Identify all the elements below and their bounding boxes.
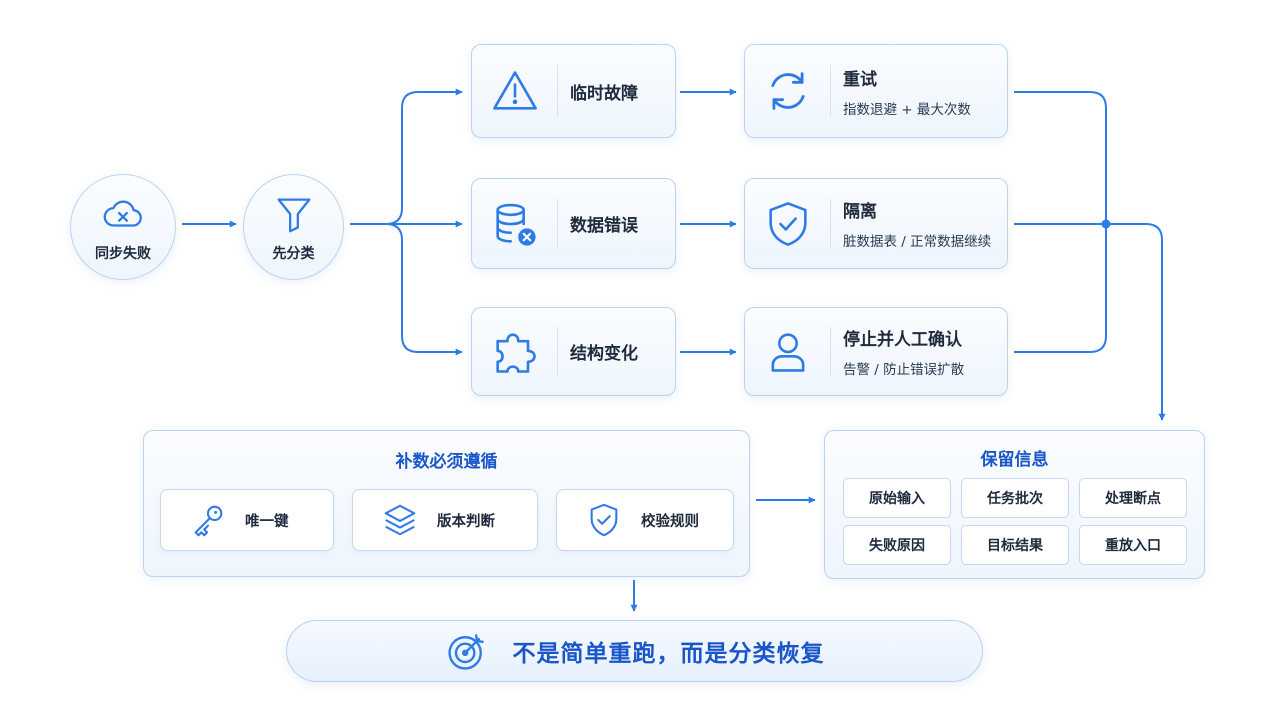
sync-failed-node: 同步失败 (70, 174, 176, 280)
warning-icon (493, 71, 537, 110)
retain-item-original-input: 原始输入 (843, 478, 951, 518)
refresh-icon (771, 72, 805, 110)
category-title: 临时故障 (570, 83, 638, 104)
rule-label: 唯一键 (245, 513, 289, 530)
sync-failed-label: 同步失败 (95, 246, 151, 262)
retain-item-checkpoint: 处理断点 (1079, 478, 1187, 518)
action-subtitle: 告警 / 防止错误扩散 (843, 362, 965, 378)
merge-from-retry (1014, 91, 1107, 224)
merge-to-retain (1014, 223, 1166, 421)
category-title: 数据错误 (570, 216, 638, 236)
retain-title: 保留信息 (980, 450, 1049, 470)
category-data-error: 数据错误 (471, 178, 676, 269)
action-icon-wrap (745, 179, 831, 268)
merge-dot (1101, 219, 1111, 229)
rule-label: 校验规则 (641, 513, 699, 530)
action-retry: 重试 指数退避 + 最大次数 (744, 44, 1008, 138)
action-subtitle: 指数退避 + 最大次数 (843, 101, 971, 118)
action-stop-confirm: 停止并人工确认 告警 / 防止错误扩散 (744, 307, 1008, 396)
conclusion-banner: 不是简单重跑，而是分类恢复 (286, 620, 983, 682)
cloud-x-icon (103, 200, 142, 227)
merge-from-stop (1014, 224, 1107, 353)
category-temporary-fault: 临时故障 (471, 44, 676, 138)
classify-node: 先分类 (243, 174, 344, 280)
rule-validation: 校验规则 (556, 489, 734, 551)
rules-panel: 补数必须遵循 唯一键 版本判断 校验规则 (143, 430, 750, 577)
puzzle-icon (496, 332, 536, 373)
branch-to-schema (385, 223, 463, 356)
rule-version-check: 版本判断 (352, 489, 538, 551)
branch-to-temporary (385, 88, 463, 225)
rule-unique-key: 唯一键 (160, 489, 334, 551)
retain-item-failure-reason: 失败原因 (843, 525, 951, 565)
database-error-icon (496, 203, 536, 246)
conclusion-label: 不是简单重跑，而是分类恢复 (512, 641, 825, 667)
action-title: 隔离 (843, 202, 877, 222)
action-icon-wrap (745, 308, 831, 395)
retain-info-panel: 保留信息 原始输入 任务批次 处理断点 失败原因 目标结果 重放入口 (824, 430, 1205, 579)
rule-label: 版本判断 (437, 513, 495, 530)
action-title: 停止并人工确认 (843, 330, 962, 350)
rules-title: 补数必须遵循 (395, 452, 498, 472)
action-isolate: 隔离 脏数据表 / 正常数据继续 (744, 178, 1008, 269)
target-icon (447, 634, 484, 670)
action-title: 重试 (843, 69, 877, 90)
key-icon (194, 505, 223, 537)
category-icon-wrap (472, 308, 558, 395)
user-icon (771, 332, 805, 372)
retain-item-target-result: 目标结果 (961, 525, 1069, 565)
shield-check-icon (590, 503, 618, 537)
action-subtitle: 脏数据表 / 正常数据继续 (843, 234, 992, 250)
classify-label: 先分类 (272, 246, 315, 262)
action-icon-wrap (745, 45, 831, 137)
shield-check-icon (769, 201, 807, 246)
retain-item-task-batch: 任务批次 (961, 478, 1069, 518)
filter-icon (277, 198, 310, 233)
category-schema-change: 结构变化 (471, 307, 676, 396)
category-icon-wrap (472, 45, 558, 137)
layers-icon (384, 504, 416, 536)
retain-item-replay-entry: 重放入口 (1079, 525, 1187, 565)
category-title: 结构变化 (570, 344, 638, 364)
category-icon-wrap (472, 179, 558, 268)
